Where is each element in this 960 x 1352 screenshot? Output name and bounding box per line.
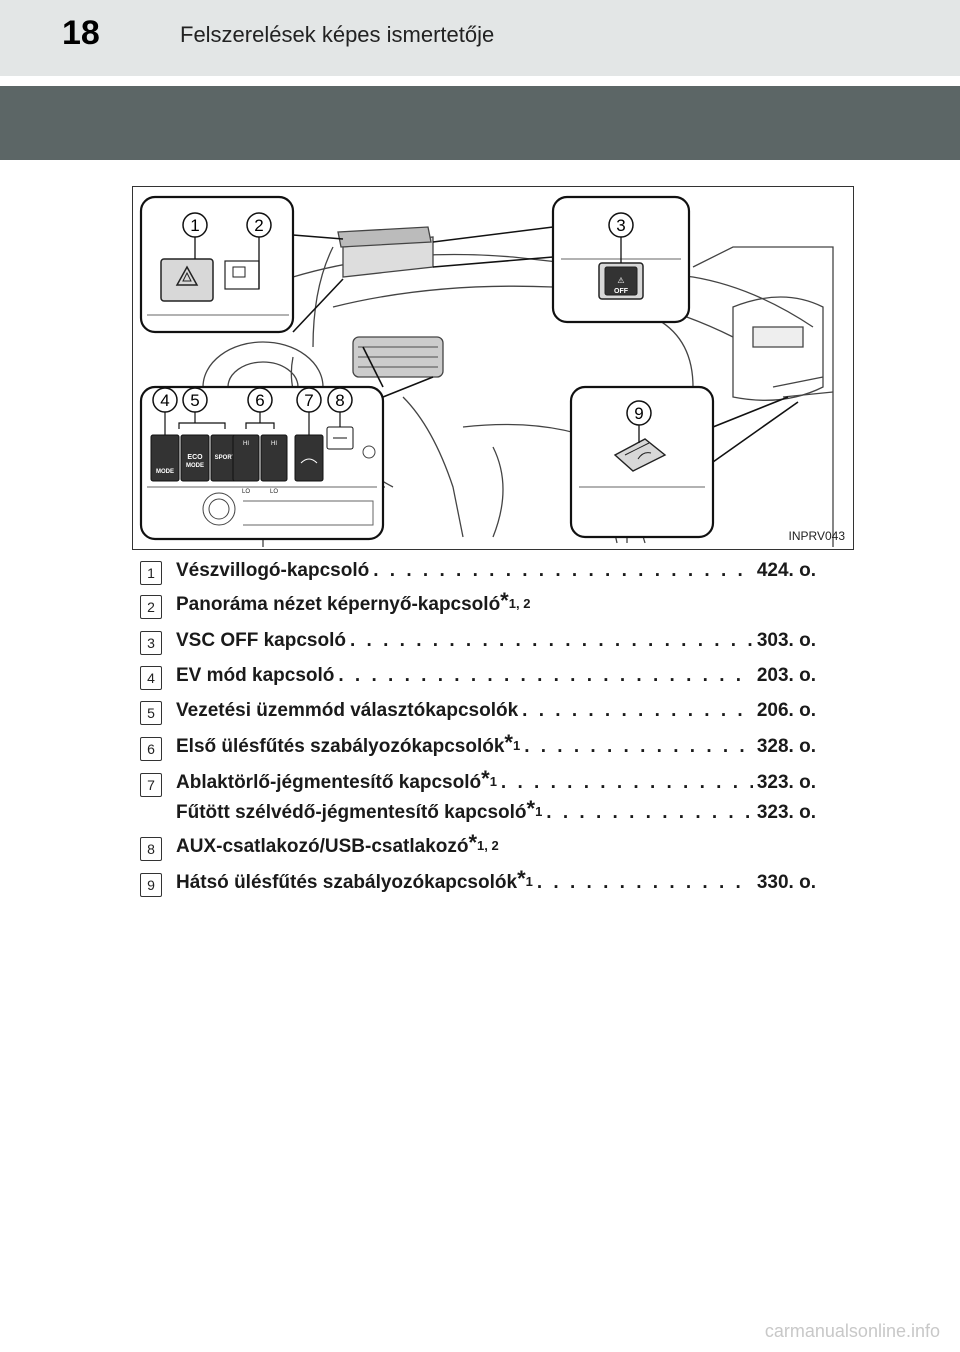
item-dots: . . . . . . . . . . . . . . . . . . . . … [338,665,752,686]
sport-label: SPORT [215,455,236,461]
section-title: Felszerelések képes ismertetője [180,22,495,47]
list-item: 9 Hátsó ülésfűtés szabályozókapcsolók*1.… [140,868,820,900]
figure-code: INPRV043 [788,529,845,543]
item-number: 2 [140,595,162,619]
item-page-ref[interactable]: 424. o. [756,560,816,581]
item-dots: . . . . . . . . . . . . . . . . . . . . … [349,630,753,651]
eco-mode-label: MODE [186,463,204,469]
item-number: 6 [140,737,162,761]
item-footnote-star: * [468,830,478,855]
page-header: 18 Felszerelések képes ismertetője [0,0,960,76]
svg-text:⚠: ⚠ [617,276,624,285]
item-label: Vezetési üzemmód választókapcsolók [176,700,519,721]
list-item: 7 Ablaktörlő-jégmentesítő kapcsoló*1. . … [140,768,820,830]
callout-9: 9 [634,404,643,423]
item-footnote: 1, 2 [508,596,531,611]
item-label: VSC OFF kapcsoló [176,630,346,651]
item-dots: . . . . . . . . . . . . . . . . [522,700,753,721]
item-footnote: 1 [489,774,497,789]
list-item: 8 AUX-csatlakozó/USB-csatlakozó*1, 2 [140,832,820,864]
item-page-ref[interactable]: 203. o. [756,665,816,686]
seat-heater-right-lo: LO [270,489,278,495]
list-item: 4 EV mód kapcsoló. . . . . . . . . . . .… [140,663,820,693]
item-footnote: 1 [512,738,521,753]
callout-1: 1 [190,216,199,235]
ev-mode-label: MODE [156,469,174,475]
item-number: 5 [140,701,162,725]
item-sub-page-ref[interactable]: 323. o. [756,802,816,823]
watermark-brand: carmanualsonline.info [764,1321,940,1341]
eco-label: ECO [187,454,203,461]
callout-8: 8 [335,391,344,410]
callout-4: 4 [160,391,169,410]
list-item: 5 Vezetési üzemmód választókapcsolók. . … [140,698,820,728]
dashboard-drawing: 1 2 ⚠ OFF 3 MODE ECO MODE SPORT [139,195,834,547]
item-number: 9 [140,873,162,897]
item-page-ref[interactable]: 328. o. [756,736,816,757]
item-label: Panoráma nézet képernyő-kapcsoló [176,594,501,615]
item-number: 3 [140,631,162,655]
item-footnote-star: * [500,588,509,613]
item-page-ref[interactable]: 206. o. [756,700,816,721]
item-footnote: 1, 2 [477,838,499,853]
item-page-ref[interactable]: 330. o. [756,872,816,893]
page-number: 18 [62,14,100,52]
item-dots: . . . . . . . . . . . . . . [536,872,753,893]
item-label: Ablaktörlő-jégmentesítő kapcsoló [176,772,482,793]
item-dots: . . . . . . . . . . . . . . . . [524,736,753,757]
list-item: 2 Panoráma nézet képernyő-kapcsoló*1, 2 [140,590,820,622]
callout-2: 2 [254,216,263,235]
item-footnote-star: * [481,766,490,791]
list-item: 6 Első ülésfűtés szabályozókapcsolók*1. … [140,732,820,764]
item-sub-label: Fűtött szélvédő-jégmentesítő kapcsoló [176,802,527,823]
item-page-ref[interactable]: 303. o. [756,630,816,651]
header-band [0,86,960,160]
item-label: Első ülésfűtés szabályozókapcsolók [176,736,505,757]
vsc-off-label: OFF [614,288,629,295]
item-footnote-star: * [517,866,526,891]
callout-7: 7 [304,391,313,410]
item-label: Vészvillogó-kapcsoló [176,560,370,581]
callout-6: 6 [255,391,264,410]
item-number: 4 [140,666,162,690]
item-footnote: 1 [525,874,533,889]
item-sub-dots: . . . . . . . . . . . . . [546,802,753,823]
seat-heater-left-hi: HI [243,441,249,447]
item-page-ref[interactable]: 323. o. [756,772,816,793]
list-item: 1 Vészvillogó-kapcsoló. . . . . . . . . … [140,558,820,588]
seat-heater-right-hi: HI [271,441,277,447]
item-dots: . . . . . . . . . . . . . . . . . [500,772,753,793]
item-sub-footnote-star: * [526,796,536,821]
seat-heater-left-lo: LO [242,489,250,495]
callout-5: 5 [190,391,199,410]
item-dots: . . . . . . . . . . . . . . . . . . . . … [373,560,753,581]
item-label: EV mód kapcsoló [176,665,335,686]
list-item: 3 VSC OFF kapcsoló. . . . . . . . . . . … [140,628,820,658]
item-footnote-star: * [504,730,513,755]
item-number: 1 [140,561,162,585]
item-number: 8 [140,837,162,861]
callout-3: 3 [616,216,625,235]
dashboard-illustration: 1 2 ⚠ OFF 3 MODE ECO MODE SPORT [132,186,854,550]
item-label: Hátsó ülésfűtés szabályozókapcsolók [176,872,518,893]
item-label: AUX-csatlakozó/USB-csatlakozó [176,836,469,857]
item-number: 7 [140,773,162,797]
item-sub-footnote: 1 [535,804,543,819]
